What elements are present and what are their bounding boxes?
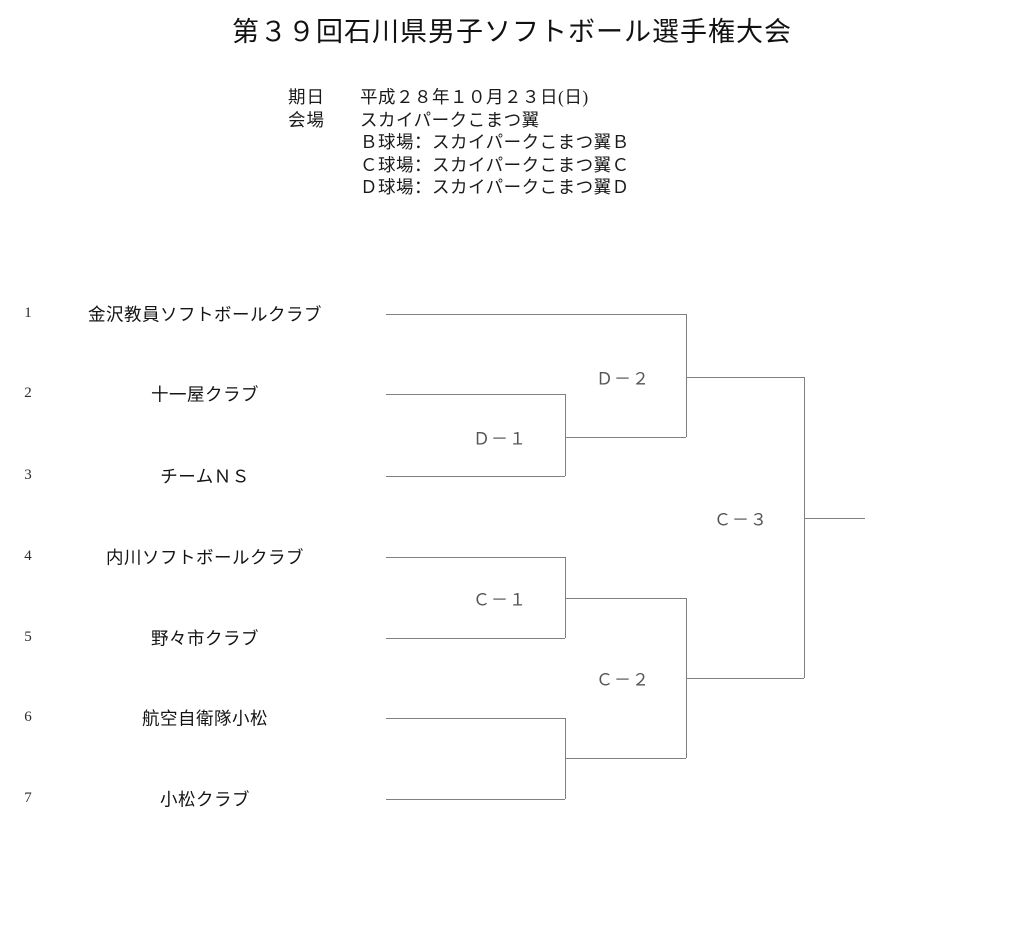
seed-number-4: 4 — [24, 548, 32, 564]
team-name-1[interactable]: 金沢教員ソフトボールクラブ — [88, 304, 322, 325]
team-name-5[interactable]: 野々市クラブ — [151, 628, 259, 649]
feed-team-1 — [386, 314, 686, 315]
feed-team-6 — [386, 718, 565, 719]
feed-team-3 — [386, 476, 565, 477]
match-label-c-2[interactable]: Ｃ－２ — [596, 670, 650, 690]
out-match-d2 — [686, 377, 804, 378]
team-name-4[interactable]: 内川ソフトボールクラブ — [106, 547, 304, 568]
out-champion — [804, 518, 865, 519]
match-label-c-1[interactable]: Ｃ－１ — [473, 590, 527, 610]
seed-number-2: 2 — [24, 385, 32, 401]
team-name-3[interactable]: チームＮＳ — [160, 466, 250, 487]
seed-number-3: 3 — [24, 467, 32, 483]
seed-number-1: 1 — [24, 305, 32, 321]
event-date-value: 平成２８年１０月２３日(日) — [360, 87, 589, 107]
match-label-d-2[interactable]: Ｄ－２ — [596, 369, 650, 389]
team-name-6[interactable]: 航空自衛隊小松 — [142, 708, 268, 729]
page-title: 第３９回石川県男子ソフトボール選手権大会 — [232, 17, 792, 47]
join-match-b1 — [565, 718, 566, 799]
join-match-c3 — [804, 377, 805, 678]
venue-field-d: Ｄ球場：スカイパークこまつ翼Ｄ — [360, 177, 630, 197]
match-label-d-1[interactable]: Ｄ－１ — [473, 429, 527, 449]
out-match-b1 — [565, 758, 686, 759]
venue-field-b: Ｂ球場：スカイパークこまつ翼Ｂ — [360, 132, 630, 152]
feed-team-7 — [386, 799, 565, 800]
event-date-row: 期日 平成２８年１０月２３日(日) — [288, 86, 630, 109]
join-match-d1 — [565, 394, 566, 476]
seed-number-5: 5 — [24, 629, 32, 645]
seed-number-7: 7 — [24, 790, 32, 806]
out-match-c1 — [565, 598, 686, 599]
feed-team-2 — [386, 394, 565, 395]
feed-team-4 — [386, 557, 565, 558]
venue-field-c: Ｃ球場：スカイパークこまつ翼Ｃ — [360, 154, 630, 175]
seed-number-6: 6 — [24, 709, 32, 725]
event-venue-label: 会場 — [288, 109, 325, 130]
team-name-2[interactable]: 十一屋クラブ — [151, 384, 259, 405]
feed-team-5 — [386, 638, 565, 639]
event-venue-row: 会場 スカイパークこまつ翼 — [288, 109, 630, 132]
out-match-d1 — [565, 437, 686, 438]
join-match-c1 — [565, 557, 566, 638]
out-match-c2 — [686, 678, 804, 679]
event-date-label: 期日 — [288, 87, 325, 107]
join-match-d2 — [686, 314, 687, 437]
team-name-7[interactable]: 小松クラブ — [160, 789, 250, 810]
join-match-c2 — [686, 598, 687, 758]
event-info-block: 期日 平成２８年１０月２３日(日) 会場 スカイパークこまつ翼 Ｂ球場：スカイパーク… — [288, 86, 630, 199]
match-label-c-3[interactable]: Ｃ－３ — [714, 510, 768, 530]
event-venue-value: スカイパークこまつ翼 — [360, 109, 540, 130]
